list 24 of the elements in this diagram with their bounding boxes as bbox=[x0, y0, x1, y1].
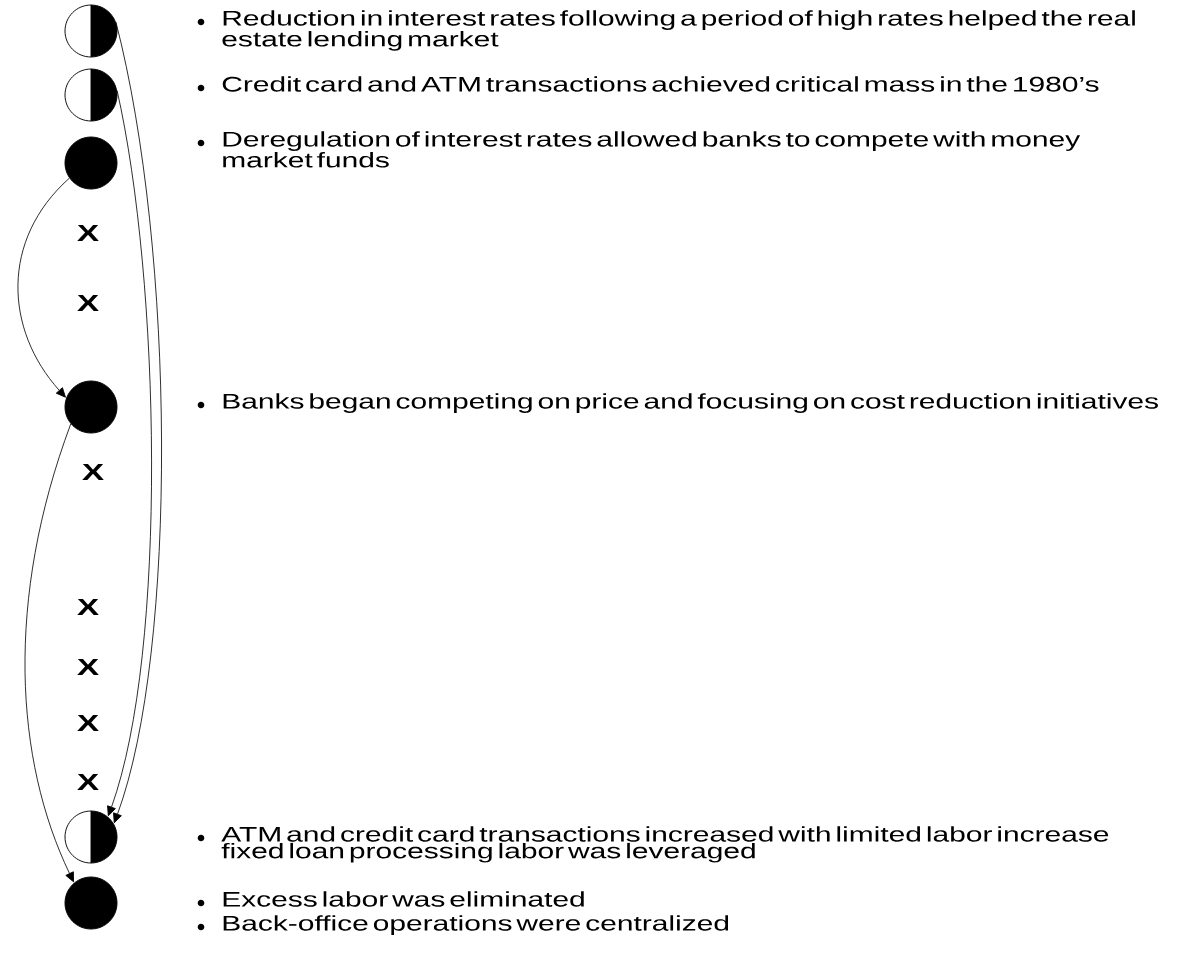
bullet-text: ATM and credit card transactions increased with limited labor increase fixed loan processing labor was leveraged bbox=[221, 826, 1109, 863]
arrow bbox=[113, 21, 162, 824]
cross-mark: X bbox=[77, 658, 99, 676]
half-filled-circle bbox=[64, 4, 118, 58]
bullet-text: Back-office operations were centralized bbox=[223, 915, 729, 935]
cross-mark: X bbox=[82, 463, 104, 481]
cross-mark: X bbox=[77, 773, 99, 791]
cross-mark: X bbox=[77, 224, 99, 242]
bullet-text: Excess labor was eliminated bbox=[223, 891, 584, 907]
cross-mark: X bbox=[77, 294, 99, 312]
arrow bbox=[24, 423, 74, 883]
cross-mark: X bbox=[77, 714, 99, 732]
arrow bbox=[17, 177, 70, 398]
filled-circle bbox=[64, 136, 118, 190]
half-filled-circle bbox=[64, 810, 118, 864]
half-filled-circle bbox=[64, 68, 118, 122]
arrow bbox=[107, 90, 152, 817]
filled-circle bbox=[64, 876, 118, 930]
bullet-text: Reduction in interest rates following a period of high rates helped the real estate lending market bbox=[222, 10, 1135, 51]
bullet-text: Deregulation of interest rates allowed banks to compete with money market funds bbox=[223, 131, 1081, 168]
filled-circle bbox=[64, 380, 118, 434]
bullet-text: Banks began competing on price and focusing on cost reduction initiatives bbox=[223, 393, 1158, 413]
cross-mark: X bbox=[77, 598, 99, 616]
bullet-text: Credit card and ATM transactions achieved critical mass in the 1980’s bbox=[222, 76, 1099, 92]
